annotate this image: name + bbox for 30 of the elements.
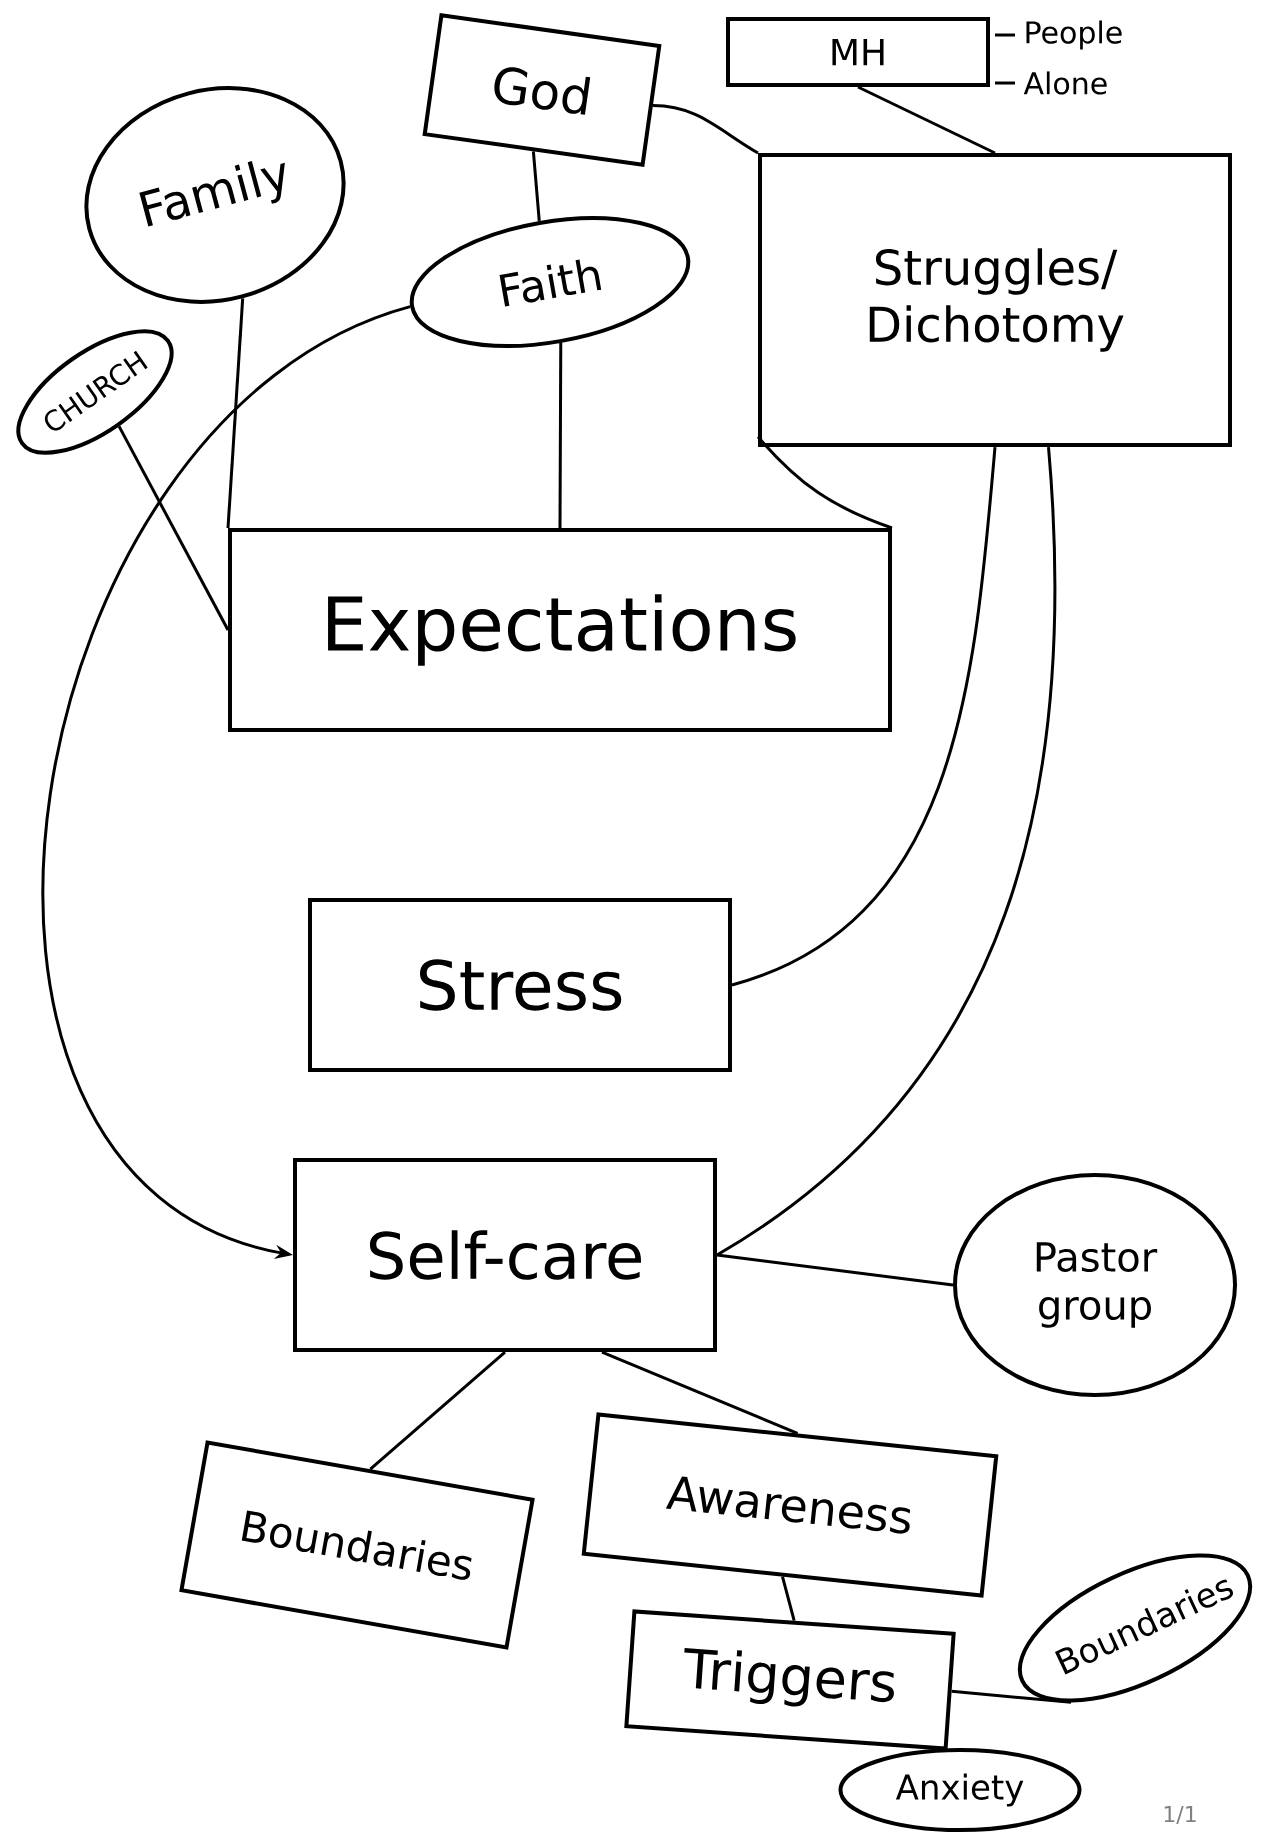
- connector: [369, 1350, 506, 1471]
- connector: [756, 435, 893, 530]
- concept-bubble: Family: [84, 86, 346, 304]
- connector: [652, 104, 759, 155]
- concept-box: Awareness: [581, 1412, 999, 1598]
- connector: [226, 298, 245, 529]
- concept-box: MH: [726, 17, 990, 87]
- concept-box: Stress: [308, 898, 732, 1072]
- concept-box: Boundaries: [179, 1440, 535, 1650]
- connector: [951, 1689, 1072, 1704]
- page-number: 1/1: [1164, 1805, 1196, 1825]
- connector: [601, 1350, 799, 1435]
- connector: [731, 446, 997, 987]
- connector: [716, 446, 1057, 1257]
- connector: [716, 1253, 954, 1287]
- connector: [117, 425, 230, 631]
- concept-box: Expectations: [228, 528, 892, 732]
- connector: [531, 151, 541, 222]
- concept-bubble: Anxiety: [838, 1748, 1082, 1832]
- connector: [781, 1576, 796, 1622]
- connector: [558, 343, 563, 528]
- concept-bubble: Faith: [409, 216, 691, 348]
- connector: [857, 85, 996, 155]
- concept-box: Struggles/ Dichotomy: [758, 153, 1232, 447]
- concept-bubble: Pastor group: [953, 1173, 1237, 1397]
- concept-box: God: [422, 13, 662, 167]
- side-note: People: [995, 20, 1122, 50]
- side-note: Alone: [995, 71, 1107, 95]
- concept-box: Self-care: [293, 1158, 717, 1352]
- concept-box: Triggers: [624, 1609, 956, 1751]
